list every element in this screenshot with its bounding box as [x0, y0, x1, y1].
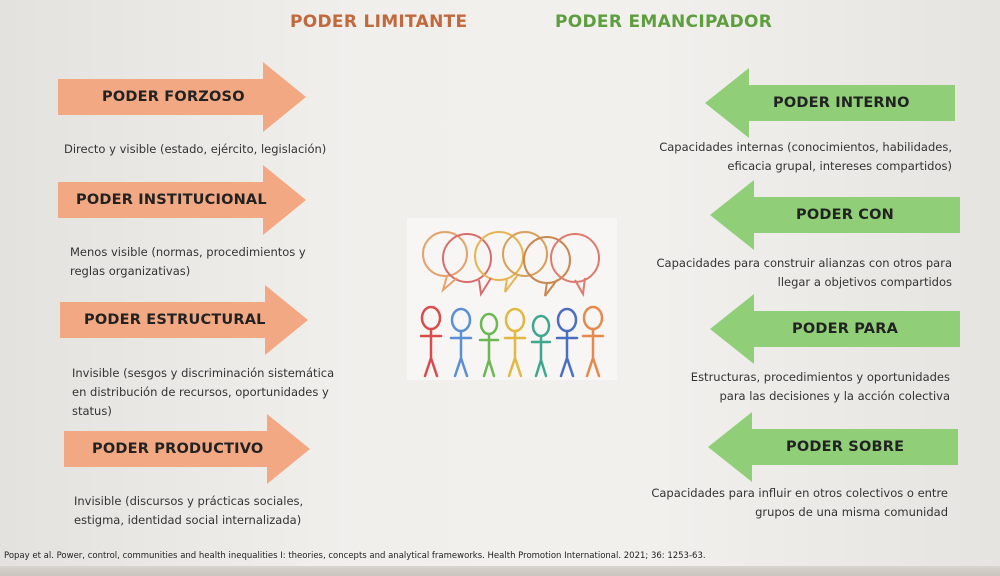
poder-forzoso-desc: Directo y visible (estado, ejército, leg… [64, 140, 326, 159]
poder-para-label: PODER PARA [792, 321, 899, 337]
desc-text: Estructuras, procedimientos y oportunida… [690, 370, 950, 403]
arrow-poder-forzoso: PODER FORZOSO [58, 62, 306, 132]
poder-forzoso-label: PODER FORZOSO [102, 89, 245, 105]
arrow-poder-institucional: PODER INSTITUCIONAL [58, 165, 306, 235]
limiting-power-title: PODER LIMITANTE [290, 12, 468, 32]
poder-con-label: PODER CON [796, 207, 895, 223]
poder-institucional-label: PODER INSTITUCIONAL [76, 192, 267, 208]
desc-text: Capacidades internas (conocimientos, hab… [659, 140, 952, 173]
right-arrow-icon [58, 165, 306, 235]
right-arrow-icon [64, 414, 310, 484]
desc-text: Invisible (discursos y prácticas sociale… [74, 494, 304, 527]
poder-institucional-desc: Menos visible (normas, procedimientos y … [70, 243, 306, 281]
desc-text: Directo y visible (estado, ejército, leg… [64, 142, 327, 156]
poder-productivo-label: PODER PRODUCTIVO [92, 441, 264, 457]
poder-sobre-desc: Capacidades para influir en otros colect… [651, 484, 948, 522]
arrow-poder-estructural: PODER ESTRUCTURAL [60, 285, 308, 355]
desc-text: Invisible (sesgos y discriminación siste… [72, 366, 335, 418]
poder-interno-desc: Capacidades internas (conocimientos, hab… [659, 138, 952, 176]
poder-productivo-desc: Invisible (discursos y prácticas sociale… [74, 492, 303, 530]
desc-text: Menos visible (normas, procedimientos y … [70, 245, 306, 278]
people-speech-bubbles-icon [419, 231, 605, 378]
poder-sobre-label: PODER SOBRE [786, 439, 905, 455]
bottom-edge [0, 566, 1000, 576]
desc-text: Capacidades para influir en otros colect… [651, 486, 948, 519]
community-illustration [407, 218, 617, 380]
poder-interno-label: PODER INTERNO [773, 95, 910, 111]
right-arrow-icon [60, 285, 308, 355]
citation: Popay et al. Power, control, communities… [4, 551, 706, 561]
poder-con-desc: Capacidades para construir alianzas con … [657, 254, 952, 292]
arrow-poder-interno: PODER INTERNO [705, 68, 955, 138]
left-arrow-icon [710, 180, 960, 250]
arrow-poder-productivo: PODER PRODUCTIVO [64, 414, 310, 484]
arrow-poder-para: PODER PARA [710, 294, 960, 364]
left-arrow-icon [708, 412, 958, 482]
poder-estructural-label: PODER ESTRUCTURAL [84, 312, 266, 328]
poder-estructural-desc: Invisible (sesgos y discriminación siste… [72, 364, 334, 421]
poder-para-desc: Estructuras, procedimientos y oportunida… [691, 368, 950, 406]
left-arrow-icon [710, 294, 960, 364]
arrow-poder-sobre: PODER SOBRE [708, 412, 958, 482]
right-arrow-icon [58, 62, 306, 132]
left-arrow-icon [705, 68, 955, 138]
emancipating-power-title: PODER EMANCIPADOR [555, 12, 773, 32]
desc-text: Capacidades para construir alianzas con … [656, 256, 952, 289]
arrow-poder-con: PODER CON [710, 180, 960, 250]
